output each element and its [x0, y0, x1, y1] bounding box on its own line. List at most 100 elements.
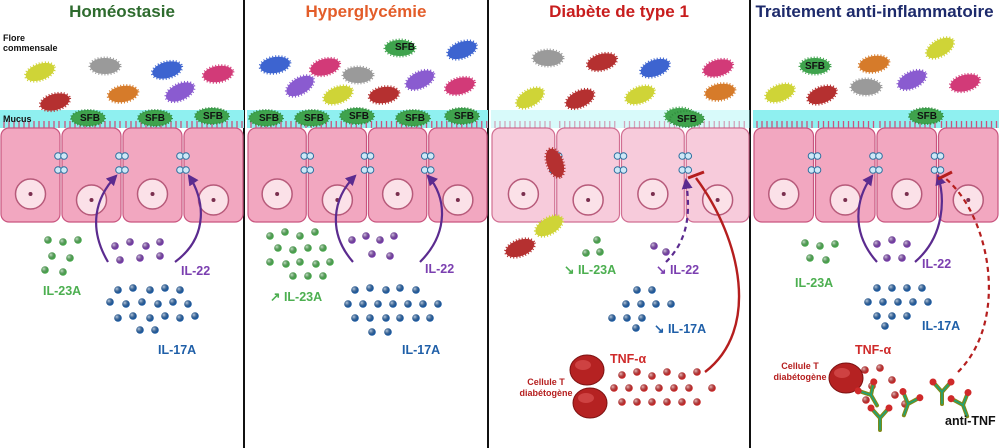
il22-dot-shine: [888, 236, 896, 244]
il22-dot-shine: [362, 232, 370, 240]
il22-arrow: [857, 174, 878, 263]
il22-dot-shine: [156, 252, 164, 260]
tight-junction: [60, 152, 68, 160]
tnf-dot-shine: [625, 384, 633, 392]
sfb-label: SFB: [677, 114, 697, 125]
tight-junction: [121, 152, 129, 160]
il17a-dot-shine: [404, 300, 412, 308]
il17a-dot-shine: [412, 314, 420, 322]
nucleolus: [275, 192, 280, 196]
flore-commensale-label: Flore commensale: [3, 33, 58, 53]
il17a-label: IL-17A: [158, 343, 197, 357]
il22-label: IL-22: [922, 257, 952, 271]
tnf-dot-shine: [633, 368, 641, 376]
tnf-dot-shine: [663, 368, 671, 376]
nucleolus: [395, 192, 400, 196]
il23a-dot-shine: [326, 258, 334, 266]
bacterium: [446, 39, 478, 61]
il17a-dot-shine: [623, 314, 631, 322]
il22-dot-shine: [898, 254, 906, 262]
bacterium: [164, 80, 196, 104]
il17a-dot-shine: [924, 298, 932, 306]
il17a-dot-shine: [608, 314, 616, 322]
il22-dot-shine: [390, 232, 398, 240]
il23a-dot-shine: [582, 249, 590, 257]
il17a-dot-shine: [184, 300, 192, 308]
il17a-dot-shine: [382, 314, 390, 322]
bacterium: [564, 87, 596, 111]
nucleolus: [843, 198, 848, 202]
tight-junction: [684, 166, 693, 174]
tight-junction: [619, 152, 628, 160]
il22-dot-shine: [650, 242, 658, 250]
bacterium: [798, 56, 832, 76]
tight-junction: [306, 166, 315, 174]
sfb-label: SFB: [395, 42, 415, 53]
il23a-dot-shine: [806, 254, 814, 262]
bacterium: [88, 56, 122, 76]
antibody-icon: [929, 378, 955, 406]
tnf-dot-shine: [618, 398, 626, 406]
antibody-icon: [899, 388, 924, 418]
il23a-dot-shine: [44, 236, 52, 244]
tnf-inhibition-bar: [687, 170, 705, 180]
mucus-layer: [0, 110, 244, 128]
il23a-dot-shine: [282, 260, 290, 268]
cellule-t-label: Cellule T diabétogène: [519, 377, 573, 398]
tight-junction: [936, 152, 945, 160]
sfb-label: SFB: [454, 111, 474, 122]
il22-arrow: [95, 174, 118, 263]
il23a-dot-shine: [66, 254, 74, 262]
il17a-dot-shine: [176, 286, 184, 294]
il17a-dot-shine: [881, 322, 889, 330]
tnf-dot-shine: [891, 391, 899, 399]
il22-down-label: ↘ IL-22: [656, 263, 700, 277]
il17a-dot-shine: [389, 300, 397, 308]
tnf-alpha-label: TNF-α: [855, 343, 892, 357]
tight-junction: [875, 166, 883, 174]
nucleolus: [715, 198, 720, 202]
il17a-dot-shine: [648, 286, 656, 294]
tnf-dot-shine: [693, 368, 701, 376]
panel-title-homeostasie: Homéostasie: [69, 2, 175, 21]
tnf-alpha-label: TNF-α: [610, 352, 647, 366]
tight-junction: [426, 152, 435, 160]
nucleolus: [586, 198, 591, 202]
il23a-dot-shine: [281, 228, 289, 236]
il17a-dot-shine: [122, 300, 130, 308]
bacterium: [806, 84, 838, 106]
il17a-dot-shine: [873, 284, 881, 292]
il23a-dot-shine: [831, 240, 839, 248]
bacterium: [341, 65, 375, 85]
bacterium: [701, 57, 735, 79]
il17a-dot-shine: [344, 300, 352, 308]
tnf-dot-shine: [861, 366, 869, 374]
il23a-dot-shine: [59, 268, 67, 276]
il17a-dot-shine: [396, 284, 404, 292]
tight-junction: [619, 166, 628, 174]
il17a-dot-shine: [434, 300, 442, 308]
tight-junction: [875, 152, 883, 160]
il23a-dot-shine: [319, 272, 327, 280]
il17a-label: IL-17A: [402, 343, 441, 357]
tight-junction: [366, 166, 375, 174]
il23a-up-label: ↗ IL-23A: [270, 290, 323, 304]
tnf-dot-shine: [708, 384, 716, 392]
sfb-bacterium: [294, 109, 330, 127]
il22-dot-shine: [136, 254, 144, 262]
bacterium: [703, 82, 737, 102]
nucleolus: [211, 198, 216, 202]
sfb-bacterium: [248, 109, 284, 127]
il17a-dot-shine: [176, 314, 184, 322]
il17a-dot-shine: [412, 286, 420, 294]
il23a-dot-shine: [593, 236, 601, 244]
tnf-dot-shine: [618, 371, 626, 379]
il17a-dot-shine: [652, 300, 660, 308]
il23a-dot-shine: [596, 248, 604, 256]
bacterium: [150, 59, 184, 81]
il23a-dot-shine: [274, 244, 282, 252]
bacterium: [308, 56, 342, 78]
tight-junction: [684, 152, 693, 160]
il17a-down-label: ↘ IL-17A: [654, 322, 707, 336]
